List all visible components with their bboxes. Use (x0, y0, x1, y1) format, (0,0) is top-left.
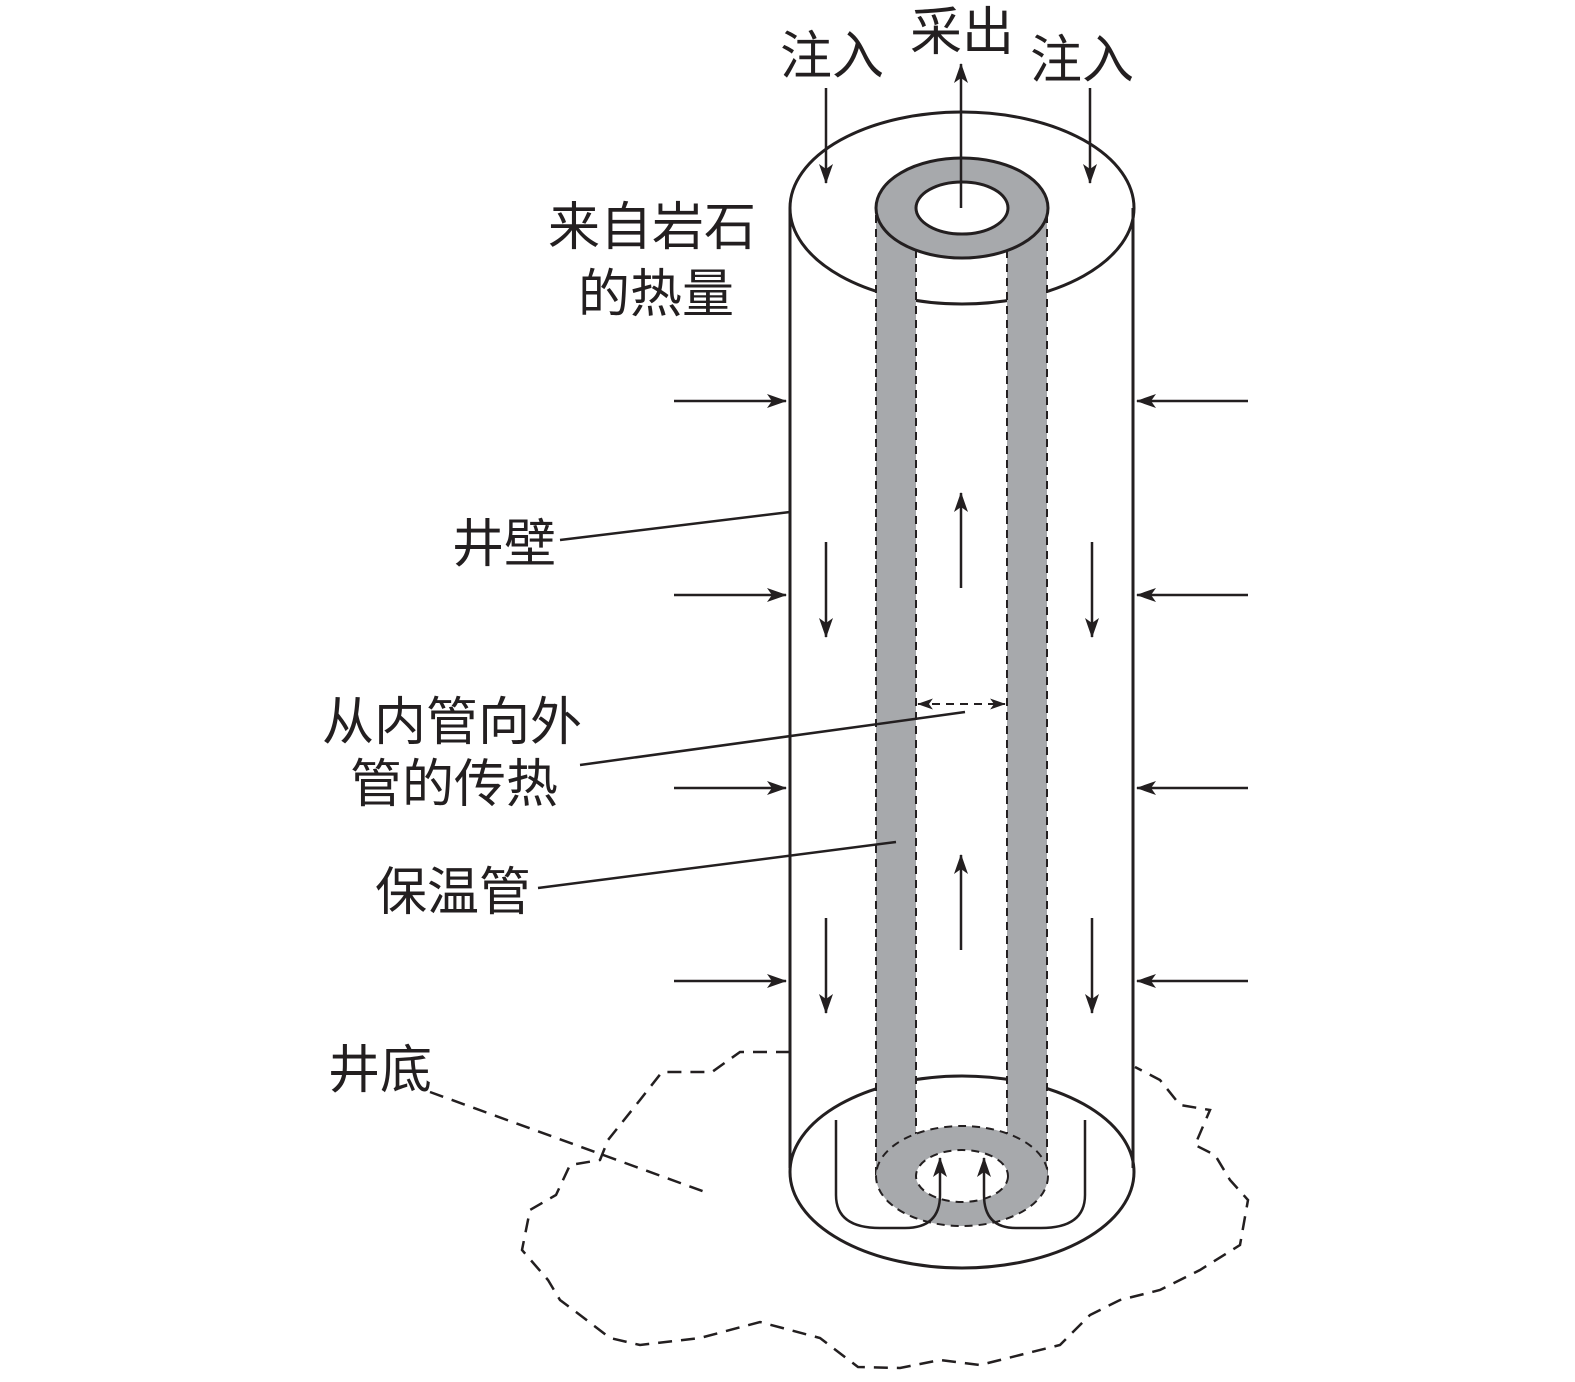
well-bottom-leader (429, 1090, 706, 1194)
well-bottom-rock-outline (520, 1050, 1250, 1370)
rock-heat-arrows-left (674, 394, 787, 988)
rock-heat-arrows-right (1136, 394, 1248, 988)
inject-right-label: 注入 (1030, 31, 1134, 91)
annulus-downflow-arrows (819, 542, 1099, 1014)
well-bottom-label: 井底 (328, 1041, 432, 1101)
well-wall-label: 井壁 (452, 515, 556, 575)
insulated-pipe-label: 保温管 (375, 863, 531, 923)
well-wall-leader (559, 510, 791, 542)
heat-from-rock-label-line2: 的热量 (578, 265, 734, 325)
produce-label: 采出 (910, 3, 1014, 63)
insulated-pipe-leader (537, 840, 897, 890)
insulated-pipe (874, 156, 1050, 1227)
bottom-u-turn-flow (834, 1120, 1087, 1230)
heat-from-rock-label-line1: 来自岩石 (548, 198, 756, 258)
well-wall-cylinder (788, 110, 1136, 1270)
inner-to-outer-label-line2: 管的传热 (350, 755, 558, 815)
heat-transfer-leader (579, 710, 966, 767)
inject-left-label: 注入 (780, 27, 884, 87)
inner-to-outer-label-line1: 从内管向外 (322, 693, 582, 753)
